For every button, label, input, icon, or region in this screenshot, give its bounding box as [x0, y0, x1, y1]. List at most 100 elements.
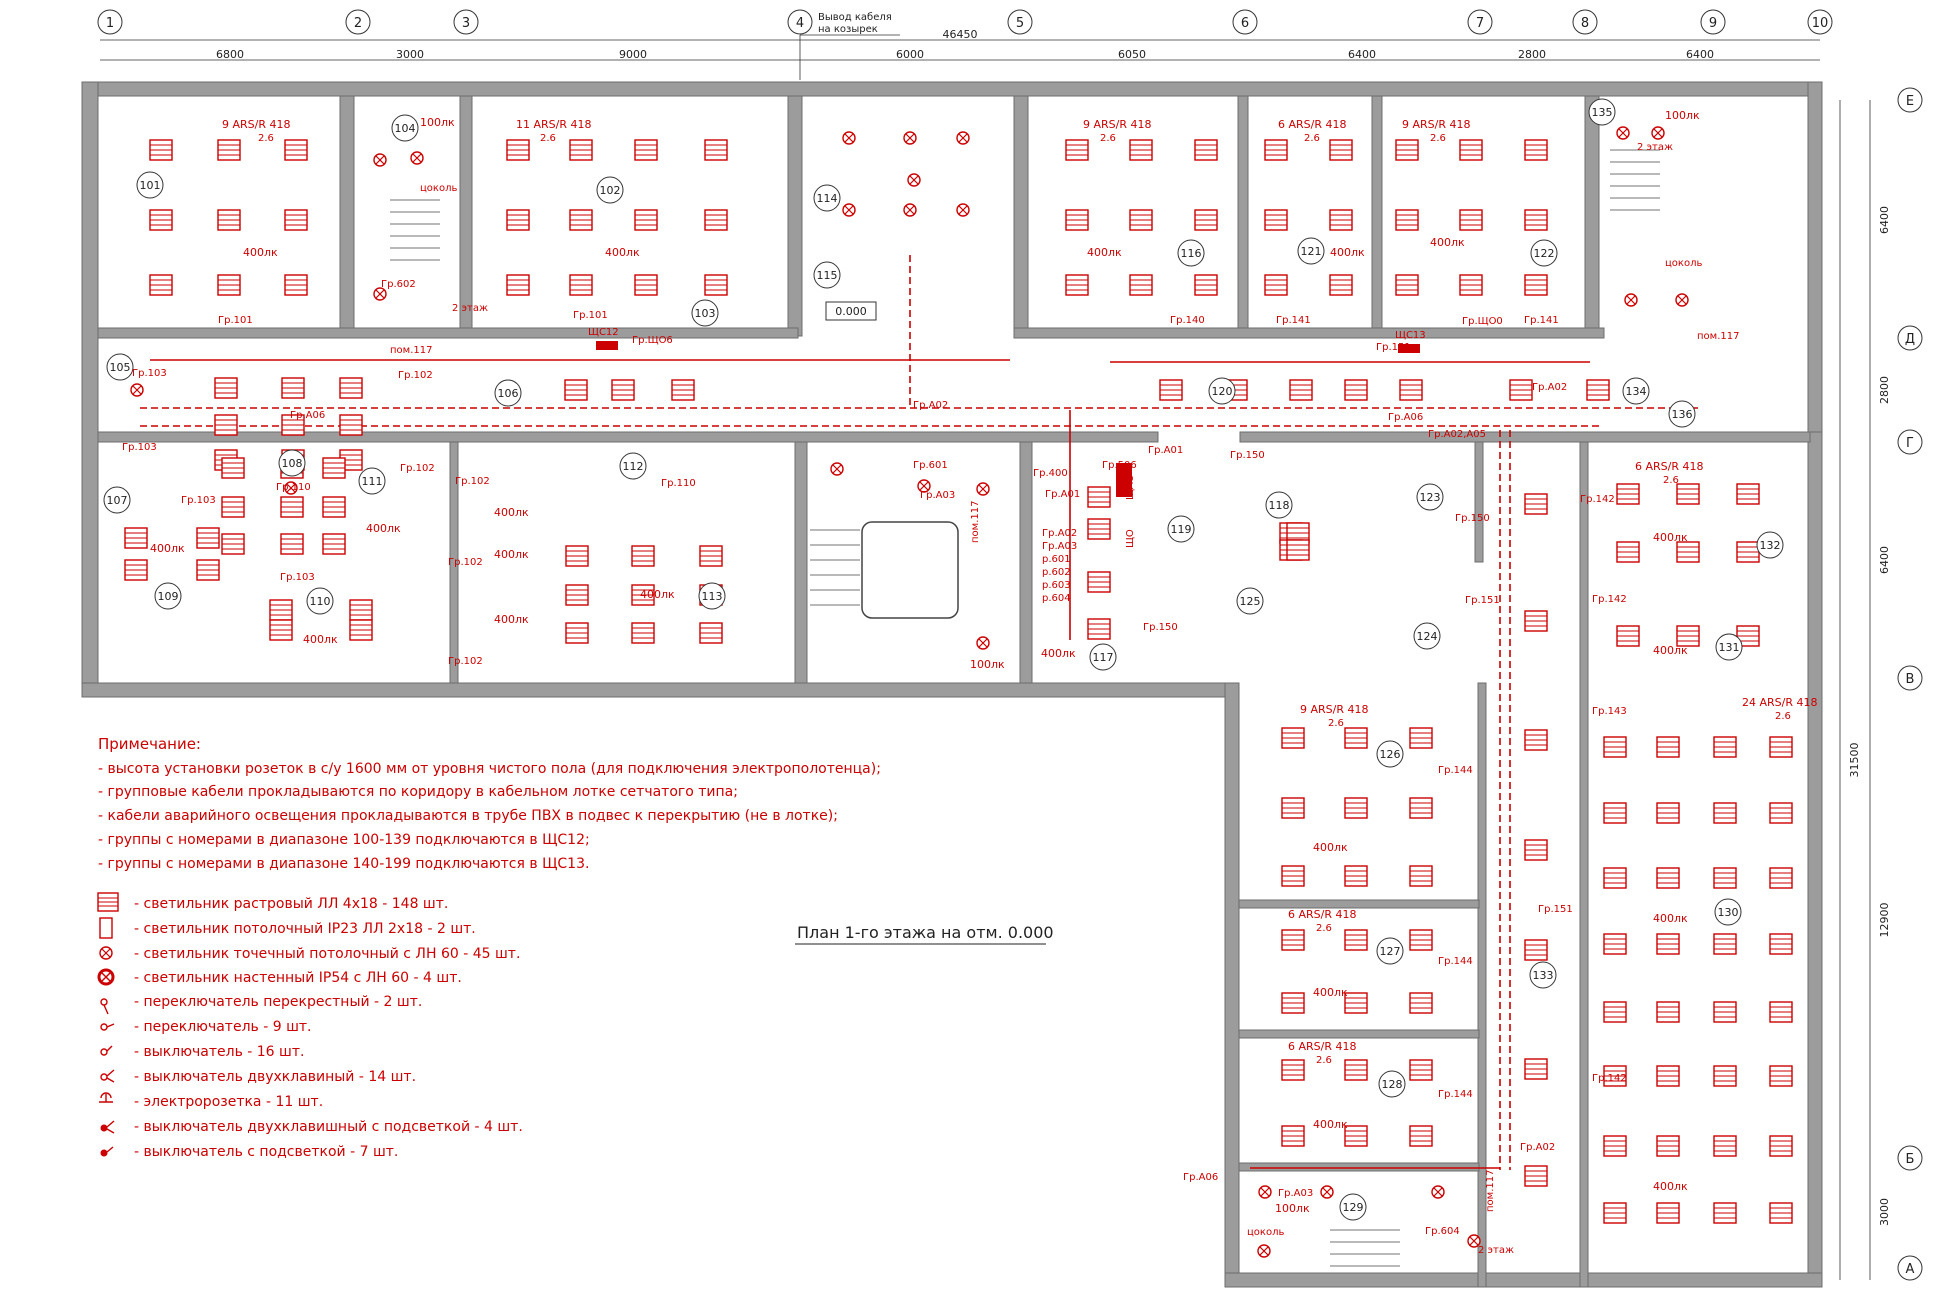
fixture-spec: 9 ARS/R 418 — [222, 118, 291, 131]
axis-label: Б — [1906, 1152, 1915, 1167]
group-label: Гр.110 — [661, 478, 696, 489]
group-labels: Гр.101 Гр.101 Гр.102 Гр.102 Гр.102 Гр.10… — [122, 279, 1627, 1237]
note-item: - высота установки розеток в с/у 1600 мм… — [98, 761, 881, 777]
raster-luminaire — [339, 414, 363, 436]
raster-luminaire — [1286, 539, 1310, 561]
illuminance-labels: 400лк 400лк 400лк 400лк 400лк 400лк 400л… — [150, 109, 1700, 1215]
fixture-spec: 9 ARS/R 418 — [1402, 118, 1471, 131]
raster-luminaire — [217, 274, 241, 296]
raster-luminaire — [569, 274, 593, 296]
lux-label: 400лк — [1653, 1180, 1688, 1193]
raster-luminaire — [1194, 274, 1218, 296]
group-label: Гр.141 — [1524, 315, 1559, 326]
feeder-item: Гр.А02 — [1042, 528, 1077, 539]
lux-label: 400лк — [640, 588, 675, 601]
spot-luminaire — [917, 479, 931, 493]
raster-luminaire — [1159, 379, 1183, 401]
dim-value: 6400 — [1878, 546, 1891, 574]
spot-luminaires — [130, 126, 1689, 1258]
raster-luminaire — [280, 496, 304, 518]
legend-text: - переключатель перекрестный - 2 шт. — [134, 994, 422, 1010]
lux-label: 400лк — [494, 506, 529, 519]
ceiling-luminaire-ip23-icon — [99, 917, 113, 939]
raster-luminaire — [565, 545, 589, 567]
group-label: Гр.А03 — [920, 490, 955, 501]
raster-luminaire — [1656, 1065, 1680, 1087]
riser-label: пом.117 — [1697, 331, 1739, 342]
feeder-item: р.603 — [1042, 580, 1071, 591]
mount-height: 2.6 — [1775, 711, 1791, 722]
riser-label: 2 этаж — [1637, 142, 1673, 153]
lux-label: 400лк — [1653, 912, 1688, 925]
lux-label: 400лк — [1041, 647, 1076, 660]
raster-luminaire — [1344, 929, 1368, 951]
spot-luminaire — [976, 636, 990, 650]
dim-value: 6000 — [896, 48, 924, 61]
group-label: Гр.150 — [1455, 513, 1490, 524]
riser-label: 2 этаж — [1478, 1245, 1514, 1256]
raster-luminaire — [506, 139, 530, 161]
spot-luminaire — [956, 131, 970, 145]
raster-luminaire — [1524, 209, 1548, 231]
group-label: Гр.144 — [1438, 765, 1473, 776]
axis-label: 9 — [1709, 16, 1717, 31]
legend-text: - светильник настенный IP54 с ЛН 60 - 4 … — [134, 970, 462, 986]
note-item: - кабели аварийного освещения прокладыва… — [98, 808, 838, 824]
axis-label: 3 — [462, 16, 470, 31]
raster-luminaire — [217, 209, 241, 231]
raster-luminaire — [1586, 379, 1610, 401]
dimension-values-top: 46450 6800 3000 9000 6000 6050 6400 2800… — [216, 28, 1714, 61]
lux-label: 400лк — [243, 246, 278, 259]
mount-height: 2.6 — [258, 133, 274, 144]
panel-label: ЩО — [1125, 529, 1136, 548]
dim-value: 6800 — [216, 48, 244, 61]
spot-luminaire — [903, 131, 917, 145]
group-label: Гр.101 — [218, 315, 253, 326]
raster-luminaire — [149, 139, 173, 161]
group-label: Гр.150 — [1230, 450, 1265, 461]
feeder-list: Гр.А02 Гр.А03 р.601 р.602 р.603 р.604 — [1042, 528, 1077, 604]
raster-luminaire — [1616, 483, 1640, 505]
raster-luminaire — [631, 584, 655, 606]
spot-luminaire — [1616, 126, 1630, 140]
axis-bubbles-top: 1 2 3 4 5 6 7 8 9 10 — [97, 9, 1833, 35]
room-number: 110 — [310, 595, 331, 608]
lux-label: 400лк — [1313, 1118, 1348, 1131]
axis-bubbles-right: Е Д Г В Б А — [1897, 87, 1923, 1281]
raster-luminaire — [569, 209, 593, 231]
room-number: 127 — [1380, 945, 1401, 958]
raster-luminaire — [1676, 541, 1700, 563]
raster-luminaire — [221, 533, 245, 555]
riser-label: пом.117 — [970, 501, 981, 543]
notes-block: Примечание: - высота установки розеток в… — [98, 735, 881, 872]
raster-luminaire — [1281, 1059, 1305, 1081]
room-number: 122 — [1534, 247, 1555, 260]
raster-luminaire — [1264, 274, 1288, 296]
changeover-switch-icon — [100, 1023, 115, 1031]
legend-text: - электророзетка - 11 шт. — [134, 1094, 323, 1110]
raster-luminaire — [1344, 727, 1368, 749]
raster-luminaire — [269, 619, 293, 641]
feeder-item: р.601 — [1042, 554, 1071, 565]
legend: - светильник растровый ЛЛ 4х18 - 148 шт.… — [97, 892, 523, 1160]
fixture-spec: 24 ARS/R 418 — [1742, 696, 1818, 709]
fixture-spec: 6 ARS/R 418 — [1635, 460, 1704, 473]
raster-luminaire — [1713, 867, 1737, 889]
raster-luminaire — [349, 599, 373, 621]
level-value: 0.000 — [835, 305, 867, 318]
dim-value: 6400 — [1686, 48, 1714, 61]
raster-luminaire — [1281, 992, 1305, 1014]
raster-luminaire — [1065, 139, 1089, 161]
raster-luminaire — [1395, 139, 1419, 161]
group-label: Гр.102 — [448, 557, 483, 568]
lux-label: 400лк — [303, 633, 338, 646]
raster-luminaire — [1603, 867, 1627, 889]
room-number: 135 — [1592, 106, 1613, 119]
axis-label: 5 — [1016, 16, 1024, 31]
raster-luminaire — [1656, 1202, 1680, 1224]
axis-label: 2 — [354, 16, 362, 31]
group-label: Гр.А01 — [1148, 445, 1183, 456]
raster-luminaire — [214, 414, 238, 436]
fixture-spec: 9 ARS/R 418 — [1300, 703, 1369, 716]
group-label: Гр.110 — [276, 482, 311, 493]
